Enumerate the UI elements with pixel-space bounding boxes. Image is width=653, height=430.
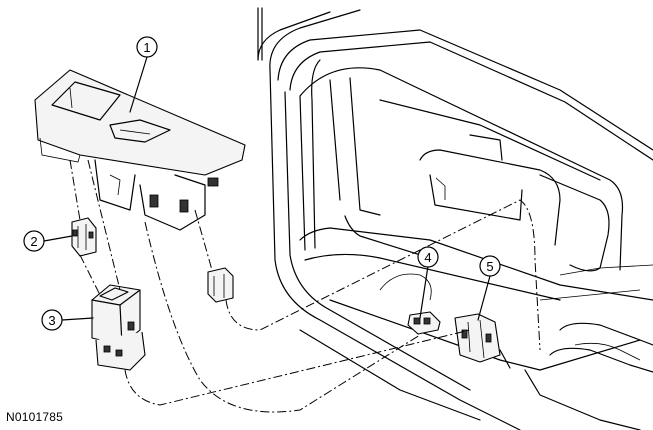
callout-4-number: 4 xyxy=(424,250,431,265)
electrical-connector-2 xyxy=(71,217,97,257)
callout-3: 3 xyxy=(41,309,63,331)
routing-lines xyxy=(69,159,541,413)
figure-id-label: N0101785 xyxy=(6,410,63,424)
callout-5: 5 xyxy=(479,255,501,277)
callout-3-number: 3 xyxy=(48,313,55,328)
window-switch-bezel xyxy=(34,69,246,231)
callout-leaders xyxy=(43,56,491,321)
electrical-connector-door-left xyxy=(207,267,234,303)
callout-5-number: 5 xyxy=(486,259,493,274)
callout-2: 2 xyxy=(23,230,45,252)
switch-assembly-3 xyxy=(91,284,146,371)
callout-4: 4 xyxy=(417,246,439,268)
electrical-connector-5 xyxy=(454,313,501,363)
callout-1-number: 1 xyxy=(143,40,150,55)
door-trim-panel xyxy=(257,7,653,430)
callout-2-number: 2 xyxy=(30,234,37,249)
electrical-connector-4 xyxy=(407,311,441,335)
callout-1: 1 xyxy=(136,36,158,58)
